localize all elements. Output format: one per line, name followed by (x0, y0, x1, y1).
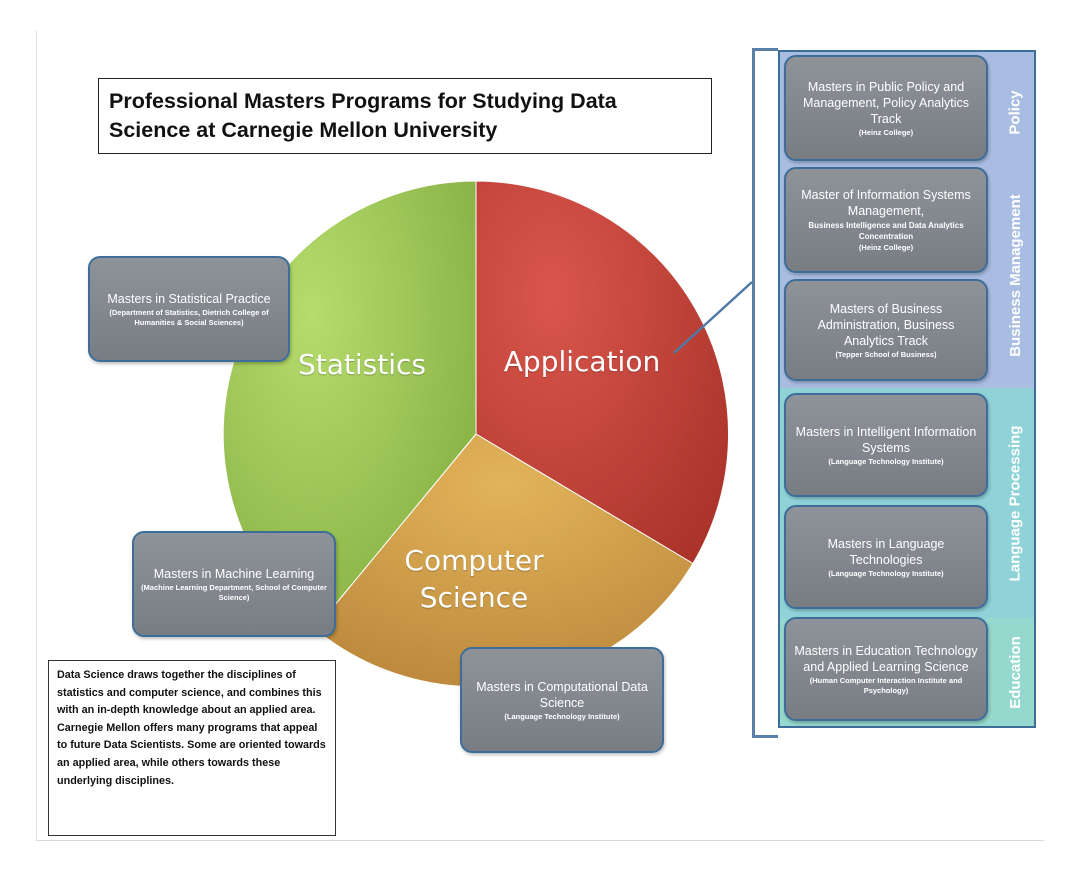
band-label-education: Education (1006, 635, 1024, 709)
program-dept: (Language Technology Institute) (828, 568, 944, 578)
label-application: Application (503, 345, 661, 378)
label-statistics: Statistics (298, 348, 426, 381)
program-dept: (Heinz College) (858, 243, 914, 252)
program-name: Master of Information Systems Management… (801, 188, 971, 218)
application-bracket (752, 48, 778, 738)
program-name: Masters in Education Technology and Appl… (794, 643, 978, 674)
program-business-admin[interactable]: Masters of Business Administration, Busi… (784, 279, 988, 381)
program-machine-learning[interactable]: Masters in Machine Learning (Machine Lea… (132, 531, 336, 637)
program-dept: (Tepper School of Business) (835, 349, 937, 359)
program-dept: (Heinz College) (858, 127, 914, 137)
program-dept: (Machine Learning Department, School of … (141, 582, 327, 602)
program-dept: (Human Computer Interaction Institute an… (809, 675, 963, 695)
label-computer-science: Computer Science (404, 544, 544, 614)
program-name: Masters in Computational Data Science (476, 679, 648, 710)
program-language-tech[interactable]: Masters in Language Technologies (Langua… (784, 505, 988, 609)
program-education-tech[interactable]: Masters in Education Technology and Appl… (784, 617, 988, 721)
frame-edge-bottom (36, 840, 1044, 841)
program-name: Masters in Intelligent Information Syste… (795, 424, 977, 455)
program-dept: (Language Technology Institute) (504, 711, 620, 721)
frame-edge-left (36, 30, 37, 840)
diagram-title: Professional Masters Programs for Studyi… (98, 78, 712, 154)
band-label-policy: Policy (1006, 89, 1024, 135)
program-name: Masters in Machine Learning (153, 566, 315, 581)
program-statistical-practice[interactable]: Masters in Statistical Practice (Departm… (88, 256, 290, 362)
program-computational-data-science[interactable]: Masters in Computational Data Science (L… (460, 647, 664, 753)
program-public-policy[interactable]: Masters in Public Policy and Management,… (784, 55, 988, 161)
program-dept: (Department of Statistics, Dietrich Coll… (109, 307, 269, 327)
band-label-business: Business Management (1006, 193, 1024, 357)
description-note: Data Science draws together the discipli… (48, 660, 336, 836)
program-intelligent-info[interactable]: Masters in Intelligent Information Syste… (784, 393, 988, 497)
band-label-language: Language Processing (1006, 425, 1024, 581)
program-sub: Business Intelligence and Data Analytics… (808, 221, 964, 241)
connector-line (673, 281, 753, 354)
pie-slice-application (475, 180, 729, 565)
program-info-systems[interactable]: Master of Information Systems Management… (784, 167, 988, 273)
program-name: Masters in Statistical Practice (107, 291, 271, 306)
program-name: Masters of Business Administration, Busi… (817, 301, 955, 348)
program-name: Masters in Language Technologies (827, 536, 945, 567)
program-name: Masters in Public Policy and Management,… (802, 79, 970, 126)
program-dept: (Language Technology Institute) (828, 456, 944, 466)
